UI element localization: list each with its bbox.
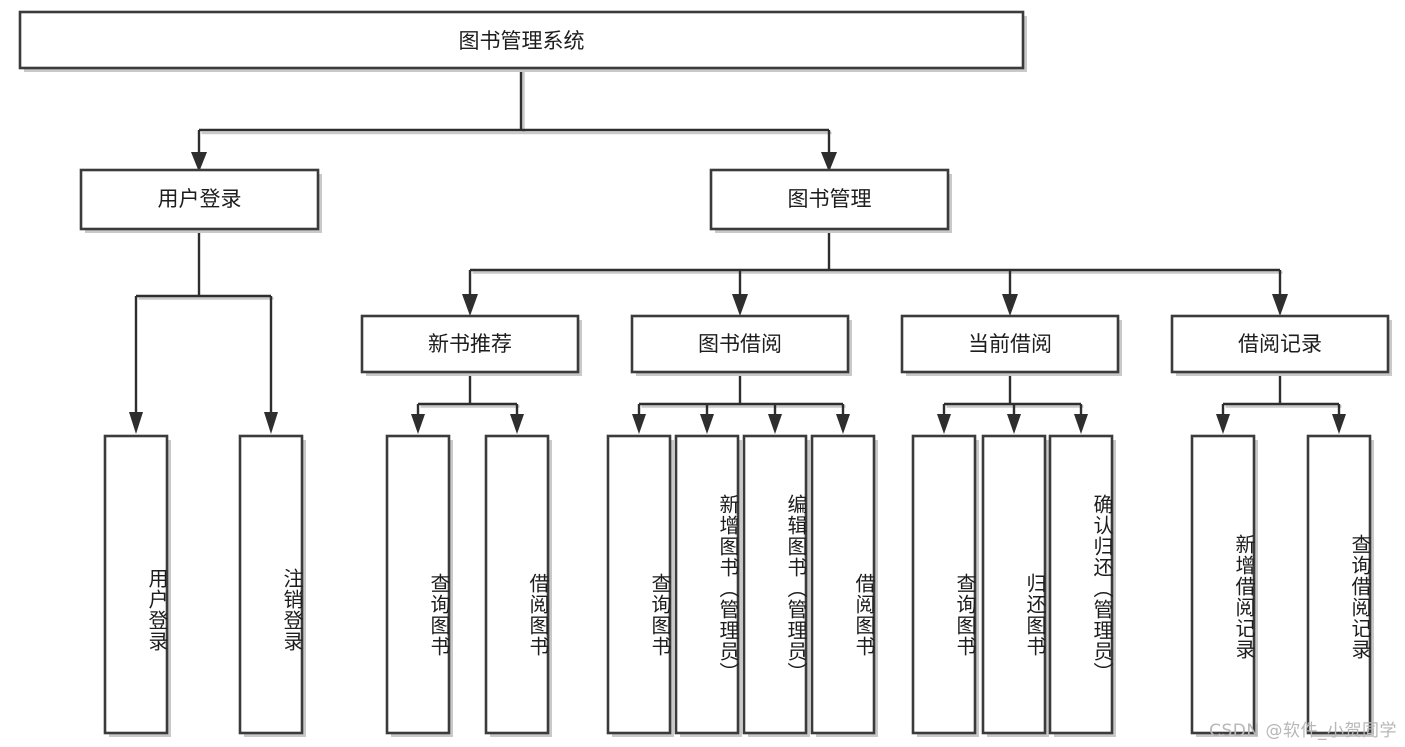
node-leaf-add-record-box[interactable] [1190, 434, 1256, 735]
node-user-login-box[interactable] [79, 168, 320, 231]
arrow-head-leaf-query-book-2 [632, 414, 646, 434]
node-user-login-label: 用户登录 [158, 187, 242, 211]
connector-layer [129, 68, 1346, 434]
node-leaf-query-record-box[interactable] [1306, 434, 1372, 735]
arrow-head-book-manage [821, 152, 837, 172]
arrow-head-leaf-edit-book [768, 414, 782, 434]
arrow-head-leaf-borrow-book-2 [836, 414, 850, 434]
node-leaf-borrow-book-2-box[interactable] [810, 434, 876, 735]
node-leaf-query-book-2-box[interactable] [606, 434, 672, 735]
node-current-borrow-label: 当前借阅 [968, 332, 1052, 356]
node-leaf-logout-box[interactable] [238, 434, 304, 735]
node-leaf-query-book-1-box[interactable] [385, 434, 451, 735]
node-borrow-record-label: 借阅记录 [1238, 332, 1322, 356]
arrow-head-user-login [191, 152, 207, 172]
arrow-head-leaf-borrow-book-1 [510, 414, 524, 434]
arrow-head-leaf-return-book [1007, 414, 1021, 434]
node-borrow-record-box[interactable] [1170, 314, 1390, 374]
node-leaf-user-login-box[interactable] [103, 434, 169, 735]
node-book-borrow-label: 图书借阅 [698, 332, 782, 356]
arrow-head-book-borrow [732, 294, 748, 316]
arrow-head-current-borrow [1002, 294, 1018, 316]
node-layer: 图书管理系统 用户登录 图书管理 新书推荐 图书借阅 当前借阅 借阅记录 [18, 10, 1392, 737]
node-new-book-rec-box[interactable] [360, 314, 580, 374]
node-leaf-edit-book-box[interactable] [742, 434, 808, 735]
arrow-head-leaf-add-record [1216, 414, 1230, 434]
node-root-label: 图书管理系统 [459, 29, 585, 53]
arrow-head-leaf-logout [264, 412, 278, 434]
node-leaf-query-book-3-box[interactable] [911, 434, 977, 735]
node-root-box[interactable] [18, 10, 1025, 70]
csdn-watermark: CSDN @软件_小贺同学 [1209, 721, 1397, 741]
arrow-head-leaf-add-book [700, 414, 714, 434]
node-book-manage-label: 图书管理 [788, 187, 872, 211]
arrow-head-leaf-query-record [1332, 414, 1346, 434]
arrow-head-new-book-rec [462, 294, 478, 316]
arrow-head-leaf-user-login [129, 412, 143, 434]
node-book-manage-box[interactable] [709, 168, 950, 231]
node-leaf-return-book-box[interactable] [981, 434, 1047, 735]
arrow-head-leaf-query-book-1 [411, 414, 425, 434]
arrow-head-leaf-confirm-return [1074, 414, 1088, 434]
node-leaf-borrow-book-1-box[interactable] [484, 434, 550, 735]
arrow-head-leaf-query-book-3 [937, 414, 951, 434]
node-book-borrow-box[interactable] [630, 314, 850, 374]
node-leaf-add-book-box[interactable] [674, 434, 740, 735]
node-new-book-rec-label: 新书推荐 [428, 332, 512, 356]
node-current-borrow-box[interactable] [900, 314, 1120, 374]
arrow-head-borrow-record [1272, 294, 1288, 316]
node-leaf-confirm-return-box[interactable] [1048, 434, 1114, 735]
